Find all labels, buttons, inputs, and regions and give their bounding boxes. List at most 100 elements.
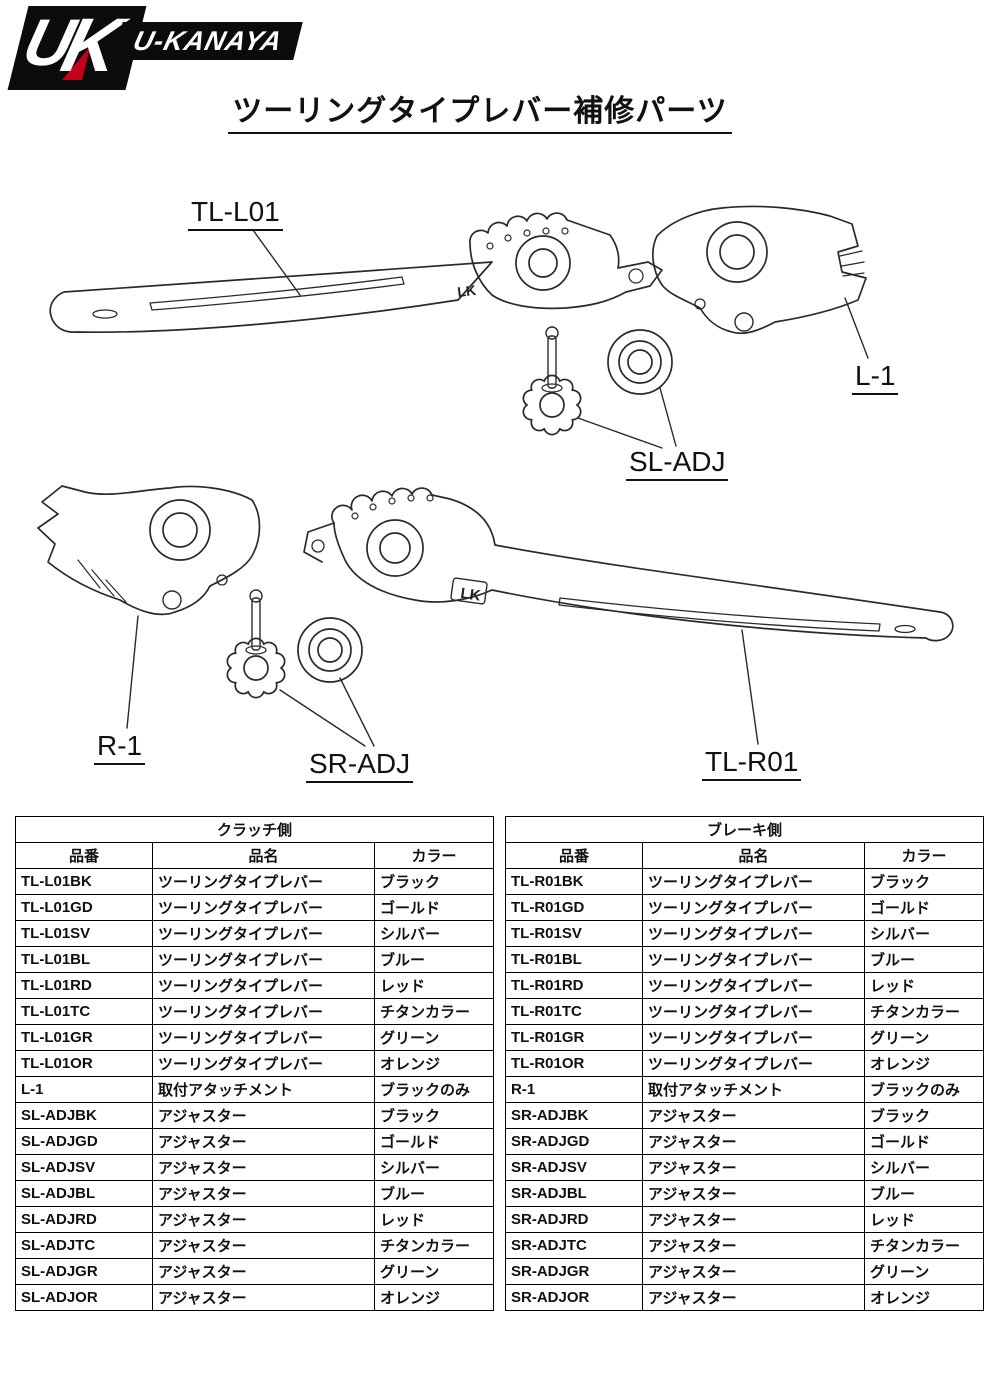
column-header-part-name: 品名 (152, 842, 375, 869)
table-cell: シルバー (864, 920, 984, 947)
table-cell: ツーリングタイプレバー (642, 998, 865, 1025)
table-cell: TL-R01TC (505, 998, 643, 1025)
lever-logo-marking: LK (456, 282, 476, 300)
table-cell: アジャスター (152, 1232, 375, 1259)
table-cell: ツーリングタイプレバー (152, 946, 375, 973)
table-cell: アジャスター (152, 1206, 375, 1233)
table-cell: アジャスター (152, 1102, 375, 1129)
table-cell: アジャスター (642, 1102, 865, 1129)
clutch-adjuster-drawing (522, 326, 673, 436)
table-cell: SR-ADJGD (505, 1128, 643, 1155)
table-cell: SL-ADJBK (15, 1102, 153, 1129)
table-title: クラッチ側 (15, 816, 494, 843)
table-cell: TL-L01GR (15, 1024, 153, 1051)
label-clutch-lever: TL-L01 (188, 196, 283, 231)
table-cell: ブルー (374, 1180, 494, 1207)
clutch-lever-drawing: LK (49, 212, 663, 334)
table-title-row: ブレーキ側 (505, 816, 984, 843)
table-title-row: クラッチ側 (15, 816, 494, 843)
table-cell: シルバー (374, 920, 494, 947)
table-cell: アジャスター (642, 1206, 865, 1233)
table-cell: チタンカラー (374, 998, 494, 1025)
table-cell: アジャスター (642, 1154, 865, 1181)
table-cell: TL-R01GD (505, 894, 643, 921)
label-brake-bracket: R-1 (94, 730, 146, 765)
label-clutch-adjuster: SL-ADJ (626, 446, 729, 481)
leader-sl-adj-dial (659, 387, 677, 447)
table-cell: アジャスター (152, 1258, 375, 1285)
table-cell: アジャスター (152, 1154, 375, 1181)
table-cell: アジャスター (642, 1258, 865, 1285)
table-cell: グリーン (864, 1024, 984, 1051)
table-cell: SR-ADJTC (505, 1232, 643, 1259)
table-cell: ツーリングタイプレバー (642, 868, 865, 895)
leader-tl-l01 (252, 229, 301, 296)
table-cell: ツーリングタイプレバー (152, 920, 375, 947)
table-cell: アジャスター (152, 1180, 375, 1207)
table-cell: TL-L01SV (15, 920, 153, 947)
table-header-row: 品番 品名 カラー (505, 842, 984, 869)
lever-logo-marking: LK (459, 585, 481, 605)
table-cell: レッド (374, 1206, 494, 1233)
table-header-row: 品番 品名 カラー (15, 842, 494, 869)
table-cell: アジャスター (642, 1128, 865, 1155)
column-header-part-name: 品名 (642, 842, 865, 869)
table-cell: TL-L01GD (15, 894, 153, 921)
table-cell: ゴールド (864, 894, 984, 921)
clutch-bracket-drawing (652, 205, 867, 335)
table-cell: ブラックのみ (374, 1076, 494, 1103)
table-cell: TL-L01TC (15, 998, 153, 1025)
table-cell: TL-R01RD (505, 972, 643, 999)
table-cell: TL-R01SV (505, 920, 643, 947)
leader-sr-adj-dial (339, 677, 375, 747)
column-header-part-number: 品番 (15, 842, 153, 869)
table-cell: チタンカラー (864, 998, 984, 1025)
table-cell: オレンジ (374, 1050, 494, 1077)
table-cell: ブラック (374, 1102, 494, 1129)
leader-l-1 (844, 297, 869, 359)
table-cell: SR-ADJSV (505, 1154, 643, 1181)
table-cell: TL-R01GR (505, 1024, 643, 1051)
table-cell: ツーリングタイプレバー (642, 1050, 865, 1077)
table-cell: SR-ADJBL (505, 1180, 643, 1207)
table-cell: SL-ADJSV (15, 1154, 153, 1181)
table-cell: アジャスター (642, 1232, 865, 1259)
table-cell: ブラック (864, 1102, 984, 1129)
table-cell: 取付アタッチメント (642, 1076, 865, 1103)
table-cell: 取付アタッチメント (152, 1076, 375, 1103)
table-cell: レッド (864, 972, 984, 999)
table-cell: オレンジ (864, 1284, 984, 1311)
table-cell: ツーリングタイプレバー (152, 1050, 375, 1077)
table-cell: シルバー (374, 1154, 494, 1181)
table-cell: SL-ADJTC (15, 1232, 153, 1259)
table-cell: ツーリングタイプレバー (642, 1024, 865, 1051)
table-cell: ツーリングタイプレバー (152, 972, 375, 999)
label-brake-adjuster: SR-ADJ (306, 748, 414, 783)
table-cell: SL-ADJGD (15, 1128, 153, 1155)
brand-logo: U K U-KANAYA (7, 3, 318, 96)
brake-lever-drawing: LK (303, 487, 954, 642)
table-cell: ツーリングタイプレバー (642, 894, 865, 921)
table-cell: シルバー (864, 1154, 984, 1181)
table-cell: アジャスター (152, 1128, 375, 1155)
table-cell: ツーリングタイプレバー (152, 998, 375, 1025)
